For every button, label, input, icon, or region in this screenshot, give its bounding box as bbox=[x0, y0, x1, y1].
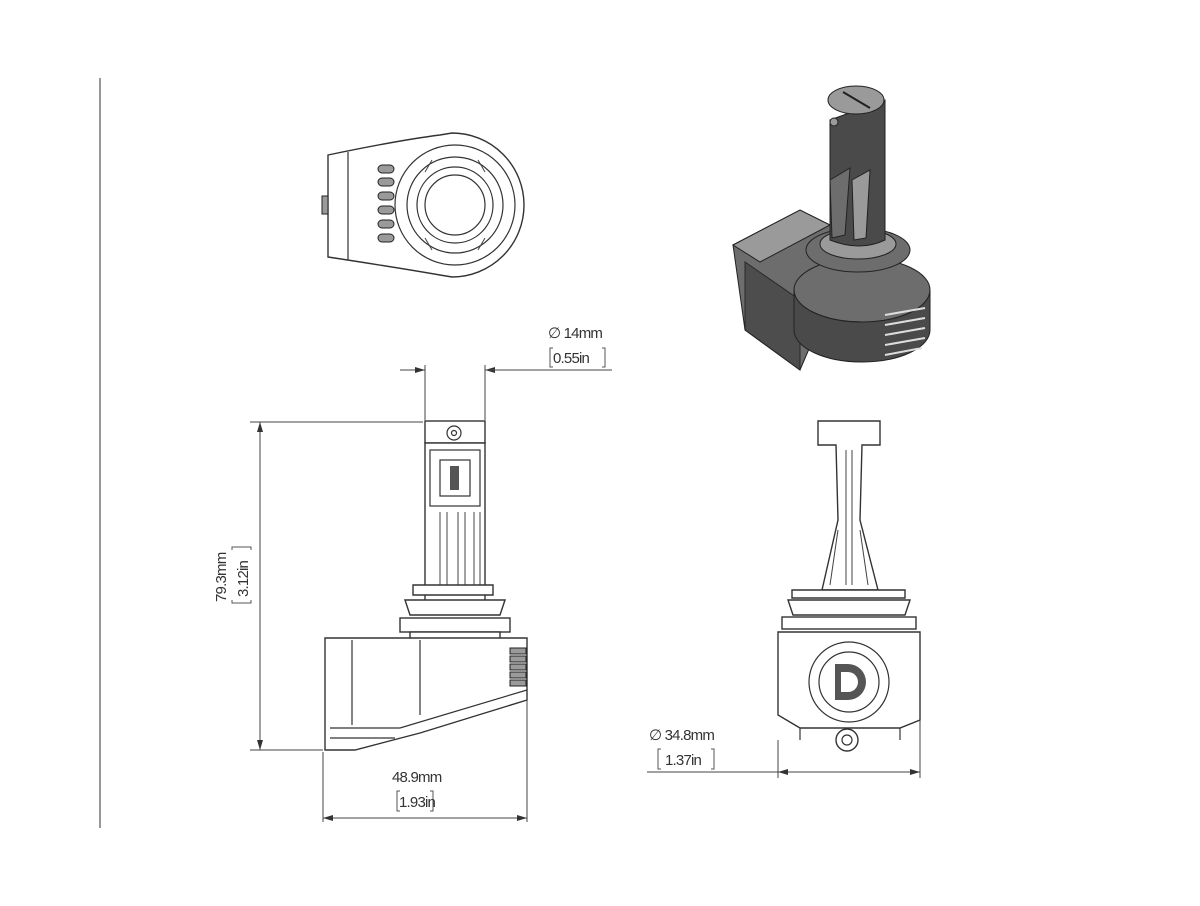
height-in-label: 3.12in bbox=[235, 560, 252, 597]
front-view bbox=[777, 420, 921, 752]
stem-diameter-mm-label: ∅ 14mm bbox=[548, 325, 602, 342]
height-mm-label: 79.3mm bbox=[213, 552, 230, 602]
isometric-view bbox=[731, 85, 931, 371]
dimension-base-diameter: ∅ 34.8mm 1.37in bbox=[647, 720, 921, 778]
dimension-stem-diameter: ∅ 14mm 0.55in bbox=[400, 325, 612, 420]
base-diameter-in-label: 1.37in bbox=[665, 752, 702, 769]
base-diameter-mm-label: ∅ 34.8mm bbox=[649, 727, 714, 744]
side-view bbox=[324, 420, 528, 751]
dimension-height: 79.3mm 3.12in bbox=[213, 421, 423, 751]
dimension-width: 48.9mm 1.93in bbox=[322, 700, 528, 822]
width-mm-label: 48.9mm bbox=[392, 769, 442, 786]
width-in-label: 1.93in bbox=[399, 794, 436, 811]
top-view bbox=[321, 132, 525, 278]
stem-diameter-in-label: 0.55in bbox=[553, 350, 590, 367]
